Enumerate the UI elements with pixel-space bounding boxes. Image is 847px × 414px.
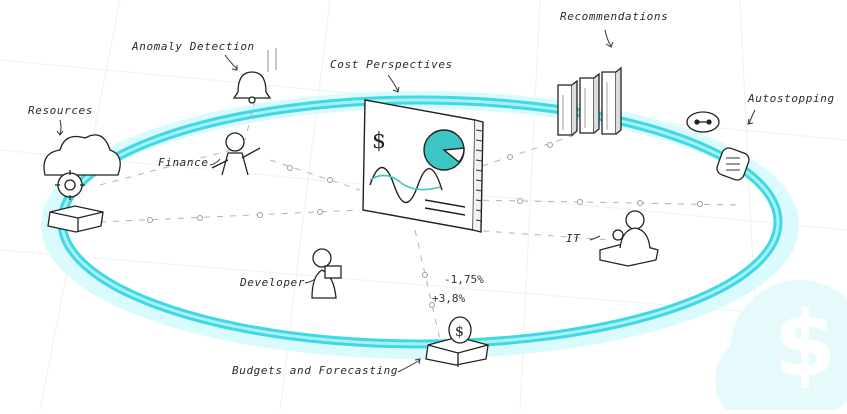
label-arrows	[56, 29, 756, 373]
recommendations-bars-icon	[557, 66, 622, 136]
developer-person-icon	[311, 248, 342, 299]
minus-percent: -1,75%	[444, 273, 484, 286]
label-anomaly-detection: Anomaly Detection	[132, 40, 255, 53]
label-budgets-forecasting: Budgets and Forecasting	[232, 364, 399, 377]
finance-person-icon	[211, 132, 261, 176]
budget-coin-icon: $	[425, 316, 489, 367]
anomaly-bell-icon	[232, 48, 277, 104]
connector-nodes	[147, 142, 703, 308]
cost-perspectives-dashboard-icon: $	[362, 99, 484, 233]
connector-lines	[99, 99, 741, 341]
plus-percent: +3,8%	[432, 292, 465, 305]
label-it: IT	[566, 232, 581, 245]
label-resources: Resources	[28, 104, 94, 117]
watermark-dollar-cloud-icon: $	[715, 280, 847, 414]
label-finance: Finance	[158, 156, 209, 169]
resources-cloud-icon	[43, 134, 121, 233]
svg-text:$: $	[455, 324, 464, 340]
autostopping-icon	[686, 111, 750, 181]
label-cost-perspectives: Cost Perspectives	[330, 58, 453, 71]
dollar-icon: $	[372, 129, 386, 154]
svg-text:$: $	[774, 292, 837, 397]
label-recommendations: Recommendations	[560, 10, 669, 23]
label-autostopping: Autostopping	[748, 92, 835, 105]
it-person-icon	[599, 210, 659, 267]
label-developer: Developer	[240, 276, 306, 289]
